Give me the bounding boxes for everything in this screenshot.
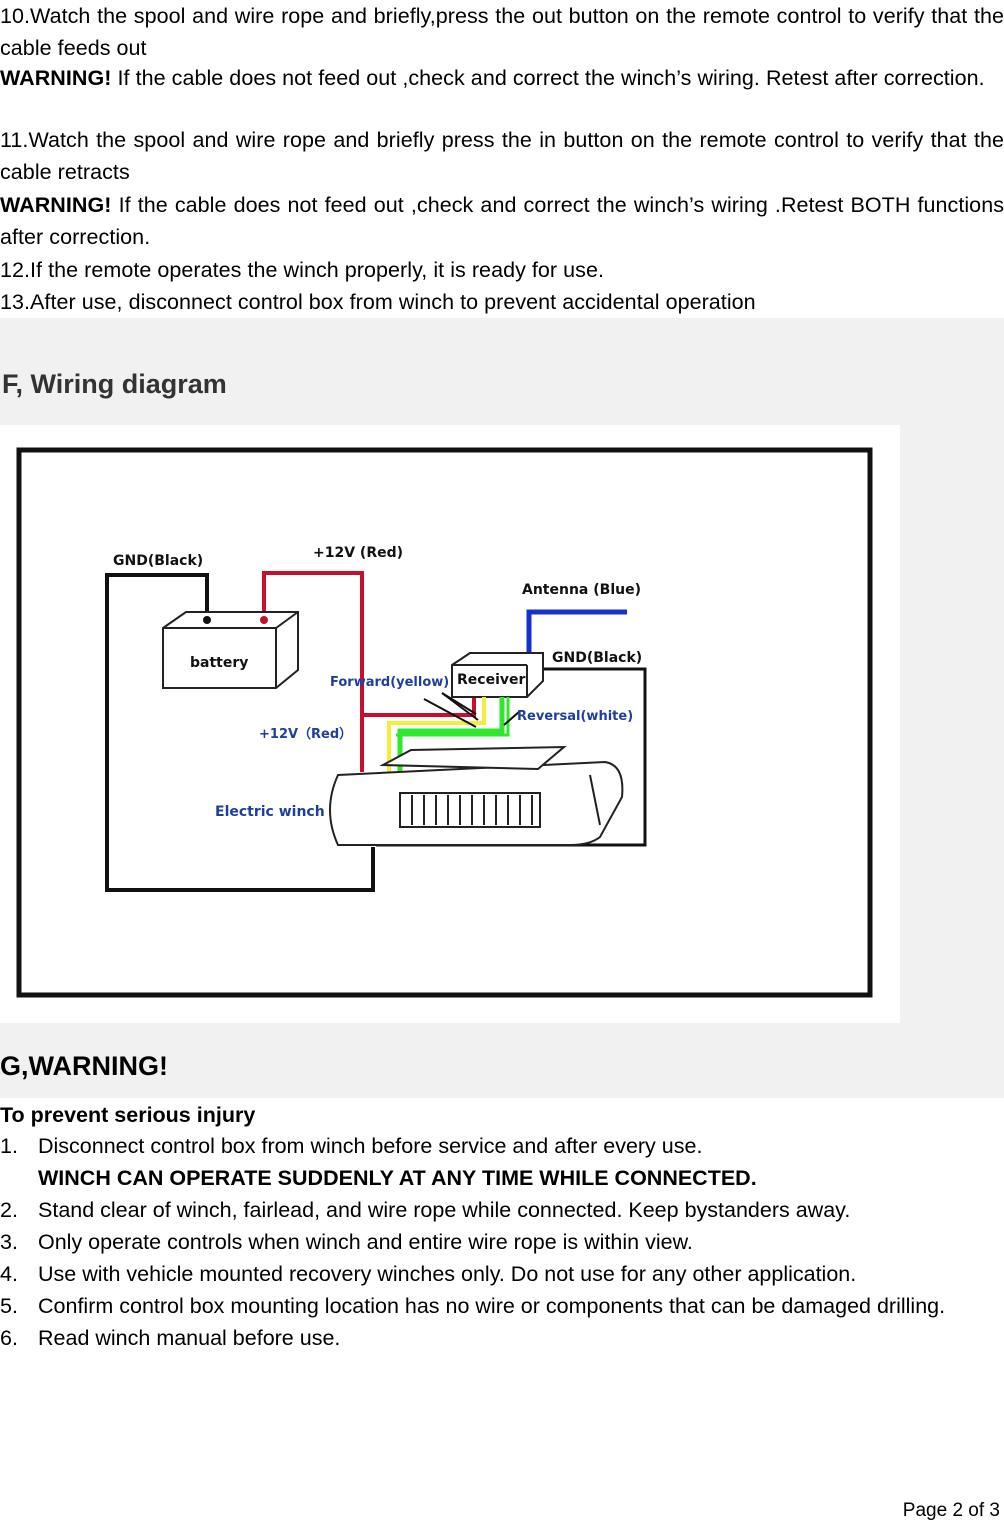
reversal-wire — [397, 697, 505, 772]
battery-box — [162, 611, 299, 689]
warning-2: WARNING! If the cable does not feed out … — [0, 189, 1004, 253]
wiring-diagram: GND(Black) +12V (Red) Antenna (Blue) bat… — [0, 425, 900, 1023]
warning-item-1: 1. Disconnect control box from winch bef… — [0, 1130, 1004, 1194]
warning-item-1-text: Disconnect control box from winch before… — [38, 1134, 703, 1158]
winch-top — [379, 745, 567, 771]
step-12: 12.If the remote operates the winch prop… — [0, 258, 605, 282]
step-11: 11.Watch the spool and wire rope and bri… — [0, 128, 1004, 184]
wiring-diagram-heading: F, Wiring diagram — [2, 369, 227, 399]
warning-item-2-text: Stand clear of winch, fairlead, and wire… — [38, 1198, 851, 1222]
reversal-wire-2 — [396, 697, 510, 737]
battery-edge-corner — [275, 611, 299, 629]
electric-winch-label: Electric winch — [215, 804, 325, 820]
reversal-label: Reversal(white) — [517, 709, 633, 724]
step-10: 10.Watch the spool and wire rope and bri… — [0, 4, 1004, 60]
page-number: Page 2 of 3 — [902, 1500, 1000, 1521]
forward-wire — [387, 697, 486, 772]
warning-list: 1. Disconnect control box from winch bef… — [0, 1130, 1004, 1354]
battery-label: battery — [190, 655, 248, 671]
plus12v-red-top-label: +12V (Red) — [313, 545, 403, 561]
red-wire-battery — [262, 571, 364, 772]
warning-item-2: 2. Stand clear of winch, fairlead, and w… — [0, 1194, 1004, 1226]
warning-2-label: WARNING! — [0, 193, 112, 217]
warning-item-4-text: Use with vehicle mounted recovery winche… — [38, 1262, 857, 1286]
warning-item-5: 5. Confirm control box mounting location… — [0, 1290, 1004, 1322]
warning-item-5-text: Confirm control box mounting location ha… — [38, 1294, 946, 1318]
warning-1-text: If the cable does not feed out ,check an… — [111, 66, 985, 90]
warning-item-1-number: 1. — [0, 1134, 18, 1158]
warning-item-3: 3. Only operate controls when winch and … — [0, 1226, 1004, 1258]
receiver-label: Receiver — [457, 672, 525, 688]
warning-item-3-text: Only operate controls when winch and ent… — [38, 1230, 693, 1254]
antenna-label: Antenna (Blue) — [522, 582, 641, 598]
warning-item-3-number: 3. — [0, 1230, 18, 1254]
winch-grille-lines — [411, 795, 533, 825]
battery-negative-terminal — [203, 616, 211, 624]
warning-item-6-number: 6. — [0, 1326, 18, 1350]
warning-1: WARNING! If the cable does not feed out … — [0, 62, 1004, 94]
antenna-wire — [526, 609, 627, 655]
warning-item-4-number: 4. — [0, 1262, 18, 1286]
warning-item-6: 6. Read winch manual before use. — [0, 1322, 1004, 1354]
winch-drum-edge — [589, 774, 601, 826]
warning-item-1-emphasis: WINCH CAN OPERATE SUDDENLY AT ANY TIME W… — [38, 1166, 757, 1190]
warning-subheading: To prevent serious injury — [0, 1103, 256, 1127]
label-arrows — [423, 692, 521, 728]
warning-heading: G,WARNING! — [0, 1051, 168, 1081]
warning-2-text: If the cable does not feed out ,check an… — [0, 193, 1004, 249]
forward-label: Forward(yellow) — [330, 675, 449, 690]
plus12v-red-winch-label: +12V（Red） — [259, 726, 352, 742]
warning-item-2-number: 2. — [0, 1198, 18, 1222]
red-wire-receiver — [362, 697, 476, 717]
gnd-wire-battery — [105, 573, 375, 892]
gnd-black-battery-label: GND(Black) — [113, 553, 203, 569]
battery-positive-terminal — [260, 616, 268, 624]
warning-item-6-text: Read winch manual before use. — [38, 1326, 341, 1350]
wiring-diagram-svg: GND(Black) +12V (Red) Antenna (Blue) bat… — [16, 447, 873, 998]
warning-item-4: 4. Use with vehicle mounted recovery win… — [0, 1258, 1004, 1290]
warning-1-label: WARNING! — [0, 66, 112, 90]
step-13: 13.After use, disconnect control box fro… — [0, 290, 756, 314]
gnd-black-receiver-label: GND(Black) — [552, 650, 642, 666]
warning-item-5-number: 5. — [0, 1294, 18, 1318]
